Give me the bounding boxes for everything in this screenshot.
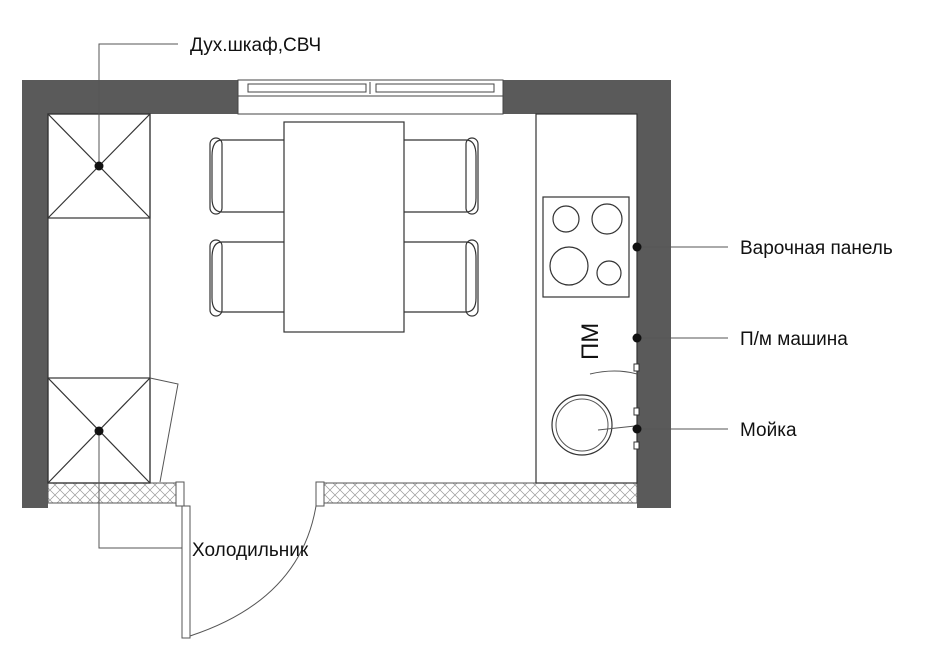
callouts [94,43,728,549]
hob-label: Варочная панель [740,238,893,259]
burner [549,246,589,286]
right-counter: ПМ [535,113,640,484]
sink-label: Мойка [740,420,797,441]
dining-set [209,121,479,333]
chair [209,137,284,215]
fridge-label: Холодильник [192,540,309,561]
hob [542,196,630,298]
faucet [597,425,636,431]
bottom-partition [47,481,638,507]
wall-top-left [22,80,238,114]
wall-left [22,80,48,508]
door [181,505,317,639]
burner [552,205,580,233]
dishwasher-label: П/м машина [740,329,848,350]
oven-label: Дух.шкаф,СВЧ [190,35,321,56]
burner [596,260,622,286]
burner [591,203,623,235]
sink-bowl [551,394,613,456]
chair [209,239,284,317]
chair [404,239,479,317]
wall-right [637,80,671,508]
left-cabinets [47,113,179,484]
fridge-door [149,377,179,483]
window [237,79,504,115]
walls [22,80,671,508]
dishwasher-mark: ПМ [577,323,604,360]
dining-table [283,121,405,333]
chair [404,137,479,215]
